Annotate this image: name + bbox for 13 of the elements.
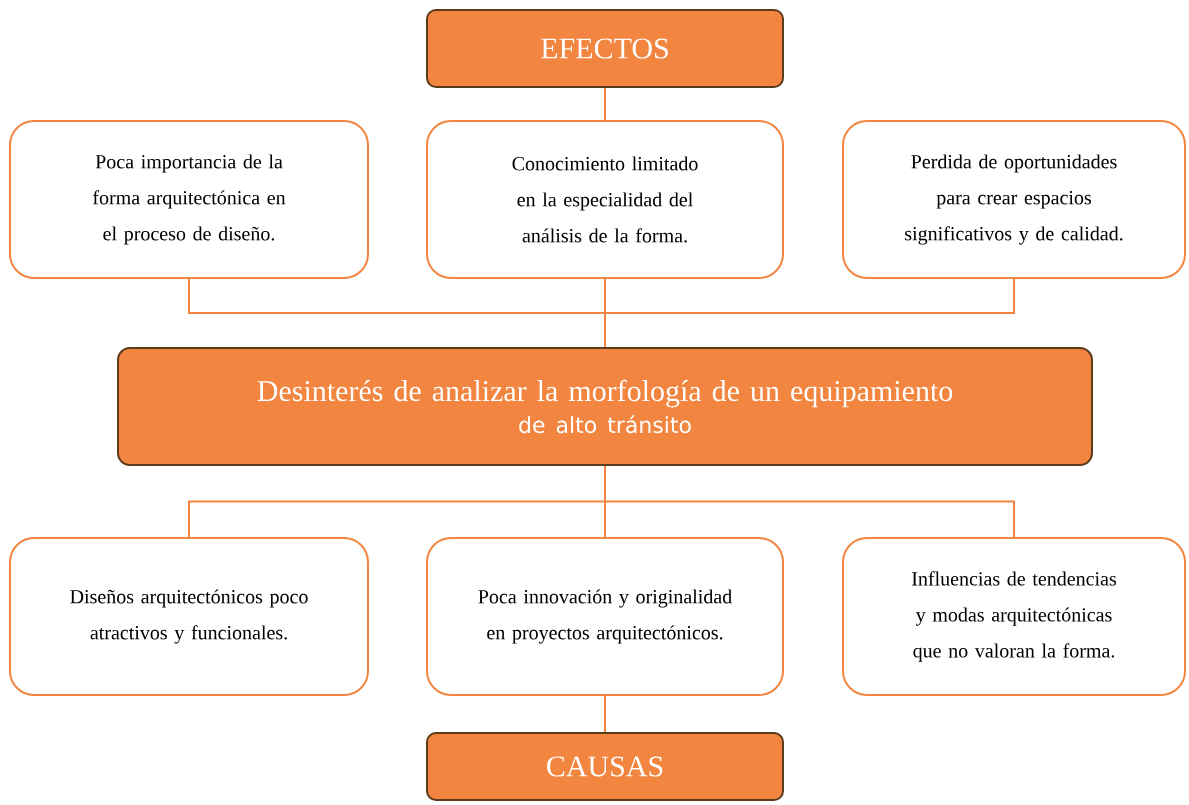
heading-box: CAUSAS xyxy=(426,732,784,801)
connector-line xyxy=(604,278,1015,348)
connector-line xyxy=(604,465,1015,538)
text-box: Poca innovación y originalidad en proyectos arquitectónicos. xyxy=(426,537,784,696)
text-box: Conocimiento limitado en la especialidad del análisis de la forma. xyxy=(426,120,784,279)
problem-box: Desinterés de analizar la morfología de un equipamiento de alto tránsito xyxy=(117,347,1093,466)
text-box: Perdida de oportunidades para crear espacios significativos y de calidad. xyxy=(842,120,1186,279)
text-box: Poca importancia de la forma arquitectónica en el proceso de diseño. xyxy=(9,120,369,279)
heading-box: EFECTOS xyxy=(426,9,784,88)
connector-line xyxy=(604,87,606,121)
text-box: Influencias de tendencias y modas arquitectónicas que no valoran la forma. xyxy=(842,537,1186,696)
connector-line xyxy=(604,695,606,733)
text-box: Diseños arquitectónicos poco atractivos y funcionales. xyxy=(9,537,369,696)
